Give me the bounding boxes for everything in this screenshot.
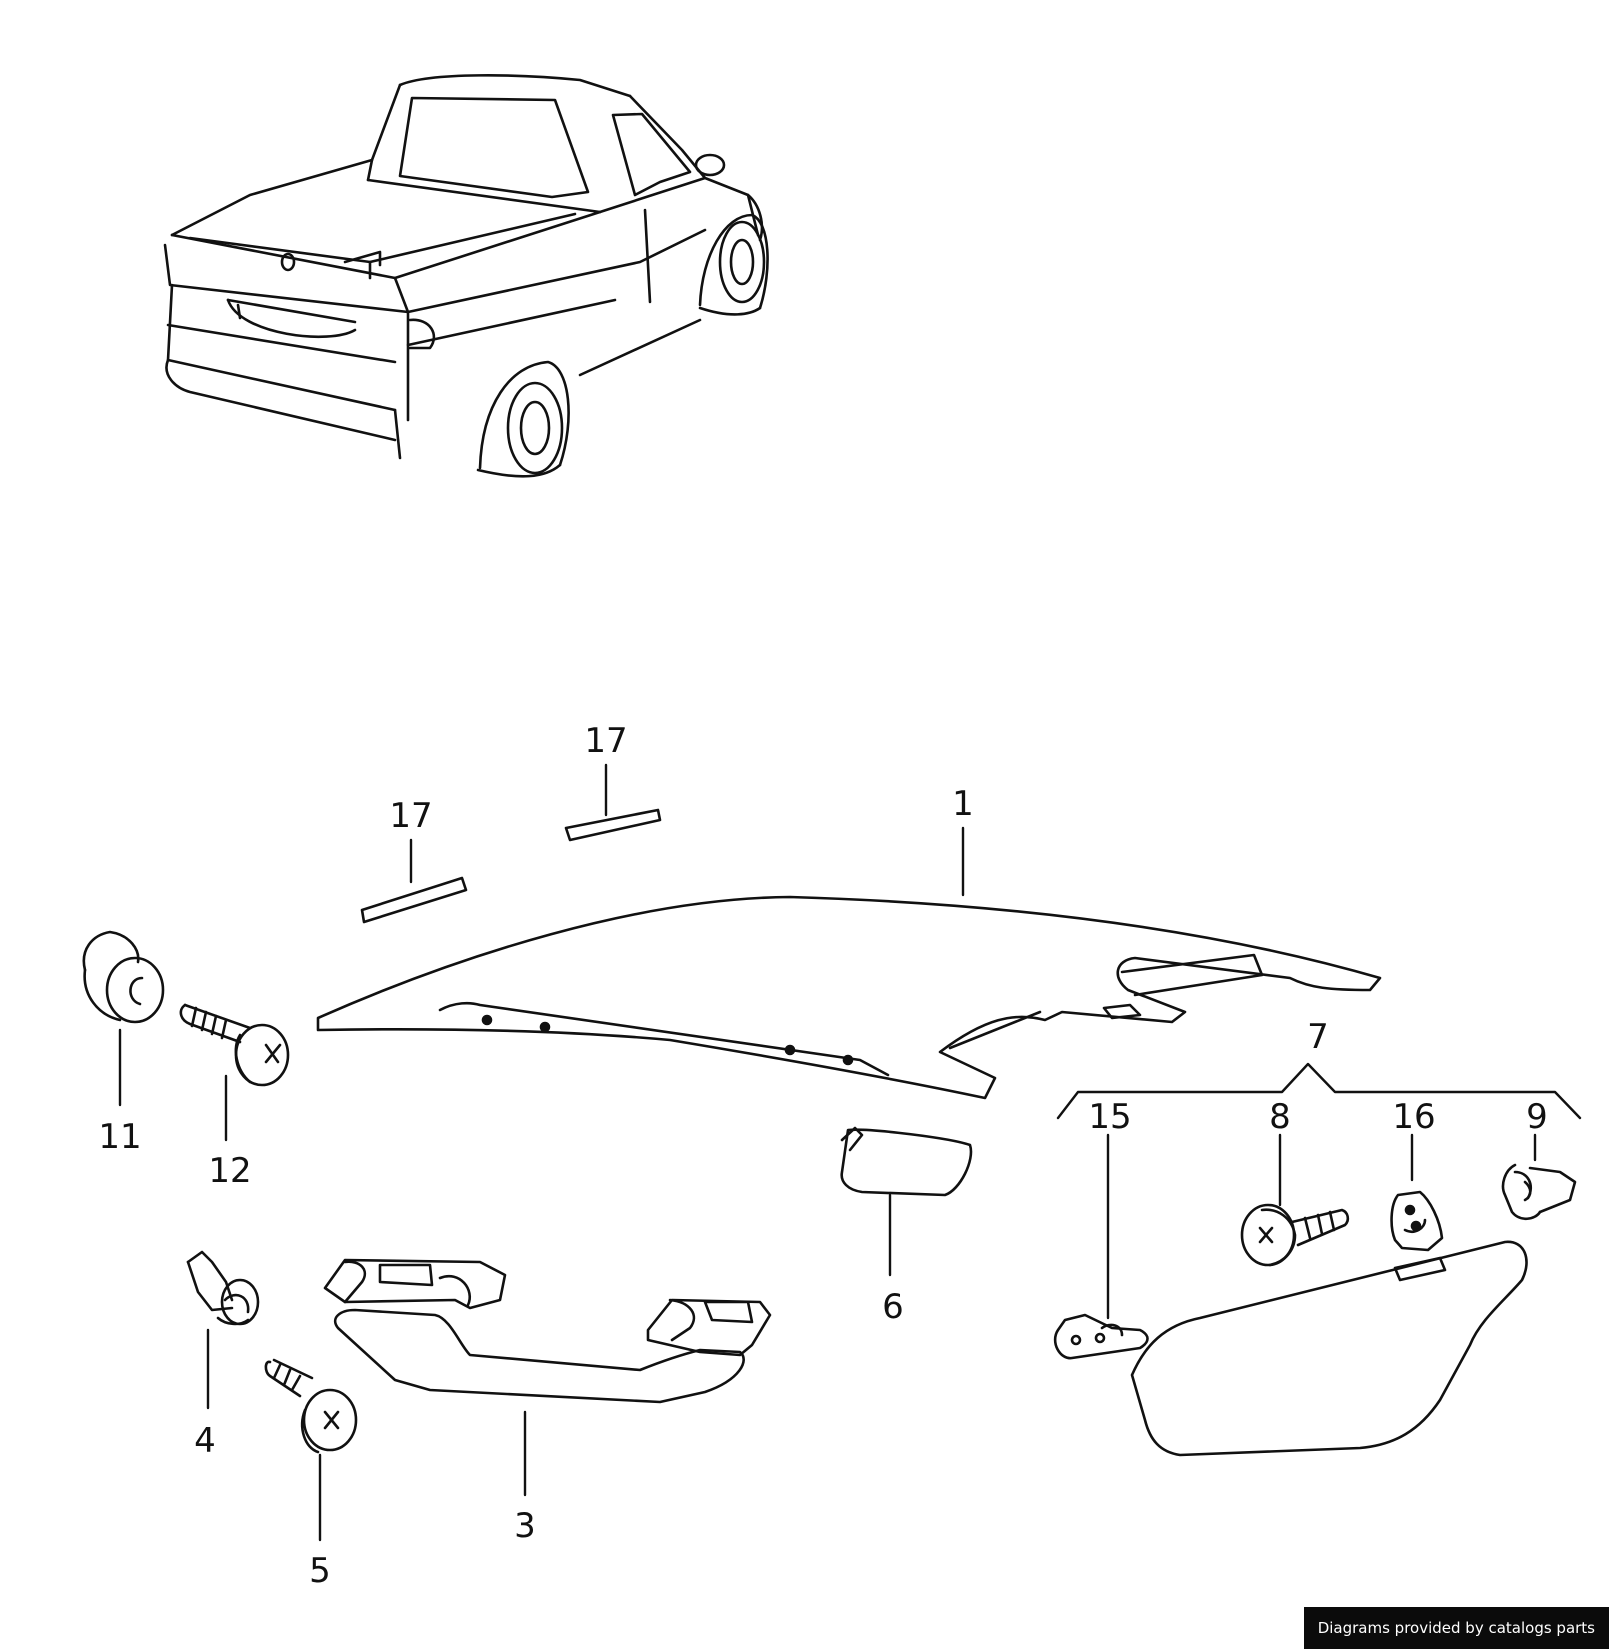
part-4-clip (186, 1250, 260, 1410)
part-16-clip (1390, 1133, 1444, 1252)
callout-3: 3 (514, 1506, 536, 1546)
sun-visor (1130, 1240, 1528, 1457)
callout-6: 6 (882, 1287, 904, 1327)
callout-16: 16 (1392, 1097, 1435, 1137)
part-11-cap (82, 930, 165, 1107)
callout-9: 9 (1526, 1097, 1548, 1137)
callout-12: 12 (208, 1151, 251, 1191)
part-3-grab-handle (323, 1258, 772, 1497)
part-7-group-bracket (1056, 1062, 1582, 1120)
vehicle-overview-illustration (163, 74, 769, 478)
part-6-lamp-lens (840, 1126, 973, 1277)
part-1-headliner (316, 826, 1382, 1100)
diagram-credit-footer: Diagrams provided by catalogs parts (1303, 1607, 1609, 1649)
part-9-clip (1501, 1133, 1577, 1221)
callout-4: 4 (194, 1421, 216, 1461)
part-5-screw (264, 1358, 358, 1542)
callout-17-upper: 17 (584, 721, 627, 761)
part-12-screw (179, 1003, 290, 1142)
part-15-hook (1053, 1133, 1149, 1360)
callout-15: 15 (1088, 1097, 1131, 1137)
callout-17-lower: 17 (389, 796, 432, 836)
part-17-strip-upper (564, 763, 662, 842)
part-8-screw (1240, 1133, 1350, 1267)
callout-11: 11 (98, 1117, 141, 1157)
callout-8: 8 (1269, 1097, 1291, 1137)
part-17-strip-lower (360, 838, 468, 924)
callout-1: 1 (952, 784, 974, 824)
callout-5: 5 (309, 1551, 331, 1591)
callout-7: 7 (1307, 1017, 1329, 1057)
